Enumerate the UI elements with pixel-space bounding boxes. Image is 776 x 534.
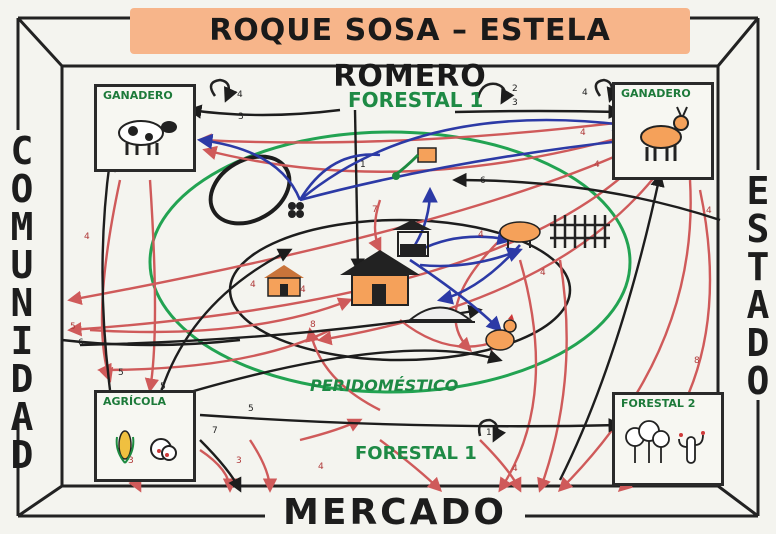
bush-icon — [150, 438, 177, 461]
number-annotation: 7 — [212, 426, 218, 436]
house-icon — [340, 250, 420, 306]
number-annotation: 1 — [360, 160, 366, 170]
number-annotation: 5 — [118, 368, 124, 378]
number-annotation: 3 — [128, 456, 134, 466]
number-annotation: 4 — [300, 285, 306, 295]
forestal1-top-label: FORESTAL 1 — [348, 88, 484, 112]
box-agricola: AGRÍCOLA — [94, 390, 196, 482]
number-annotation: 4 — [594, 160, 600, 170]
box-forestal2: FORESTAL 2 — [612, 392, 724, 486]
cactus-icon — [678, 431, 705, 464]
peridomestic-ellipse — [148, 130, 632, 394]
number-annotation: 4 — [706, 206, 712, 216]
fence-icon — [550, 215, 610, 248]
agricola-icons — [115, 430, 177, 464]
cycle-arrow-icon — [209, 78, 621, 443]
forestal2-icons — [625, 420, 705, 464]
number-annotation: 4 — [84, 232, 90, 242]
number-annotation: 4 — [580, 128, 586, 138]
black-arrows — [61, 104, 721, 493]
box-ganadero-left: GANADERO — [94, 84, 196, 172]
number-annotation: 3 — [236, 456, 242, 466]
number-annotation: 3 — [238, 112, 244, 122]
number-annotation: 4 — [540, 268, 546, 278]
number-annotation: 4 — [250, 280, 256, 290]
oven-icon — [405, 306, 475, 323]
chicken-icon — [485, 314, 517, 351]
well-icon — [392, 220, 432, 257]
number-annotation: 8 — [694, 356, 700, 366]
box-label: FORESTAL 2 — [621, 397, 696, 410]
mercado-label: MERCADO — [283, 492, 507, 533]
estado-label: ESTADO — [746, 169, 770, 403]
number-annotation: 4 — [237, 90, 243, 100]
box-label: GANADERO — [103, 89, 173, 102]
number-annotation: 5 — [248, 404, 254, 414]
red-arrows — [67, 118, 712, 493]
trees-icon — [625, 420, 670, 463]
number-annotation: 4 — [318, 462, 324, 472]
number-annotation: 3 — [512, 98, 518, 108]
number-annotation: 4 — [582, 88, 588, 98]
page-title: ROQUE SOSA – ESTELA ROMERO — [130, 8, 690, 94]
corn-icon — [115, 430, 135, 464]
peridomestico-label: PERIDOMÉSTICO — [310, 376, 459, 395]
blue-arrows — [196, 115, 634, 333]
number-annotation: 5 — [160, 382, 166, 392]
eggs-icon — [288, 202, 304, 218]
box-label: AGRÍCOLA — [103, 395, 167, 408]
number-annotation: 1 — [486, 428, 492, 438]
number-annotation: 5 — [70, 322, 76, 332]
box-label: GANADERO — [621, 87, 691, 100]
comunidad-label: COMUNIDAD — [10, 129, 34, 477]
number-annotation: 7 — [372, 205, 378, 215]
number-annotation: 2 — [512, 84, 518, 94]
small-loop — [208, 154, 292, 226]
goat-icon — [640, 106, 689, 161]
number-annotation: 4 — [478, 230, 484, 240]
pig-icon — [499, 221, 541, 248]
cow-icon — [118, 120, 177, 155]
frame — [16, 16, 760, 518]
watering-can-icon — [392, 147, 437, 180]
forestal1-bottom-label: FORESTAL 1 — [355, 443, 477, 464]
small-house-icon — [264, 265, 304, 297]
number-annotation: 8 — [310, 320, 316, 330]
box-ganadero-right: GANADERO — [612, 82, 714, 180]
number-annotation: 6 — [78, 338, 84, 348]
number-annotation: 4 — [512, 464, 518, 474]
number-annotation: 6 — [480, 176, 486, 186]
